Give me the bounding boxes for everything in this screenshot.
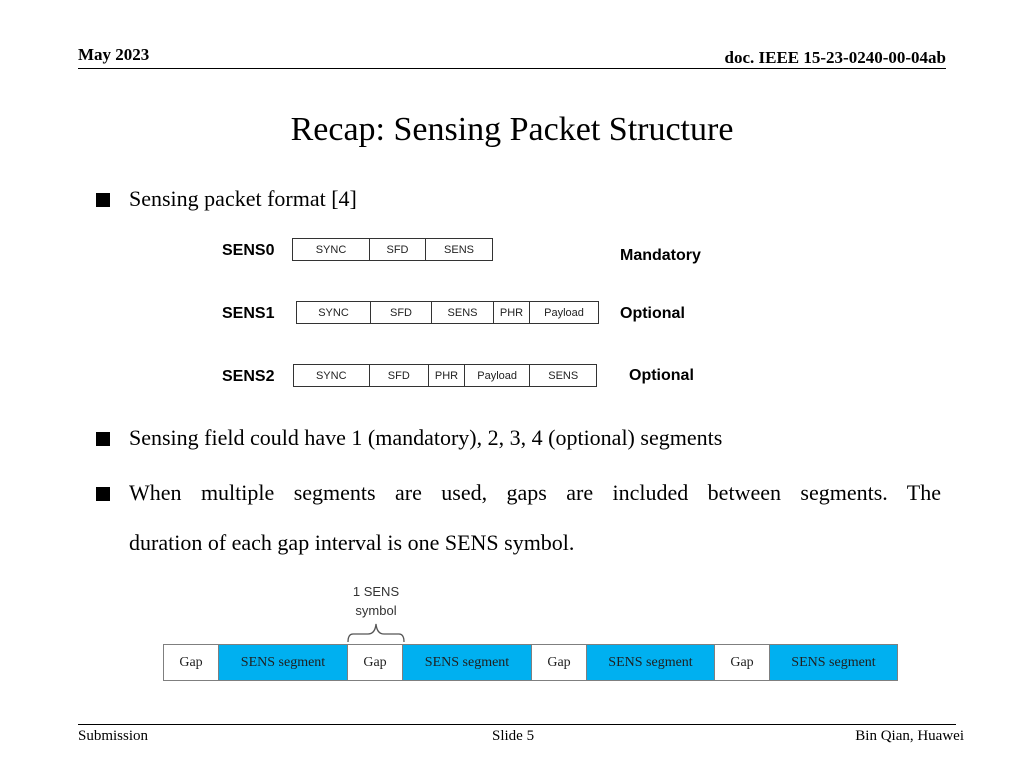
brace-label-line2: symbol bbox=[355, 603, 397, 618]
header-divider bbox=[78, 68, 946, 69]
packet-field: SENS bbox=[444, 243, 474, 256]
sens-segment-cell: SENS segment bbox=[587, 645, 715, 680]
packet-field: PHR bbox=[429, 365, 465, 386]
header-doc-id: doc. IEEE 15-23-0240-00-04ab bbox=[724, 48, 946, 67]
sens-segment-cell: SENS segment bbox=[770, 645, 897, 680]
bullet-text: Sensing packet format [4] bbox=[129, 186, 357, 211]
sens-segment-cell: SENS segment bbox=[219, 645, 348, 680]
brace-label-line1: 1 SENS bbox=[352, 584, 400, 599]
packet-note: Optional bbox=[620, 305, 685, 322]
gap-cell: Gap bbox=[348, 645, 403, 680]
slide-number: Slide 5 bbox=[492, 728, 535, 744]
slide-title: Recap: Sensing Packet Structure bbox=[290, 111, 734, 148]
bullet-square-icon bbox=[96, 487, 110, 501]
packet-label: SENS2 bbox=[222, 368, 275, 385]
packet-field: SENS bbox=[432, 302, 494, 323]
packet-label: SENS1 bbox=[222, 305, 275, 322]
packet-row: SYNC SFD PHR Payload SENS bbox=[293, 364, 597, 387]
packet-field: Payload bbox=[465, 365, 531, 386]
packet-field: SENS bbox=[548, 369, 579, 382]
packet-field: SFD bbox=[371, 302, 432, 323]
bullet-text: When multiple segments are used, gaps ar… bbox=[129, 480, 941, 505]
gap-cell: Gap bbox=[532, 645, 587, 680]
footer-divider bbox=[78, 724, 956, 725]
packet-row: SYNC SFD SENS PHR Payload bbox=[296, 301, 599, 324]
packet-row: SYNC SFD SENS bbox=[292, 238, 493, 261]
header-date: May 2023 bbox=[78, 45, 150, 64]
footer-left: Submission bbox=[78, 728, 149, 744]
packet-field: Payload bbox=[544, 306, 584, 319]
packet-note: Mandatory bbox=[620, 247, 701, 264]
gap-cell: Gap bbox=[715, 645, 770, 680]
bullet-text-continuation: duration of each gap interval is one SEN… bbox=[129, 530, 575, 555]
brace-label: 1 SENS symbol bbox=[336, 582, 416, 620]
segment-bar: Gap SENS segment Gap SENS segment Gap SE… bbox=[163, 644, 898, 681]
sens-segment-cell: SENS segment bbox=[403, 645, 532, 680]
footer-author: Bin Qian, Huawei bbox=[855, 728, 964, 744]
packet-field: SFD bbox=[370, 365, 430, 386]
packet-field: SYNC bbox=[293, 239, 370, 260]
bullet-text: Sensing field could have 1 (mandatory), … bbox=[129, 425, 723, 450]
packet-field: PHR bbox=[494, 302, 530, 323]
bullet-square-icon bbox=[96, 193, 110, 207]
bullet-square-icon bbox=[96, 432, 110, 446]
packet-field: SFD bbox=[370, 239, 426, 260]
packet-label: SENS0 bbox=[222, 242, 275, 259]
packet-note: Optional bbox=[629, 367, 694, 384]
packet-field: SYNC bbox=[297, 302, 371, 323]
gap-cell: Gap bbox=[164, 645, 219, 680]
packet-field: SYNC bbox=[294, 365, 370, 386]
curly-brace-icon bbox=[347, 623, 405, 643]
